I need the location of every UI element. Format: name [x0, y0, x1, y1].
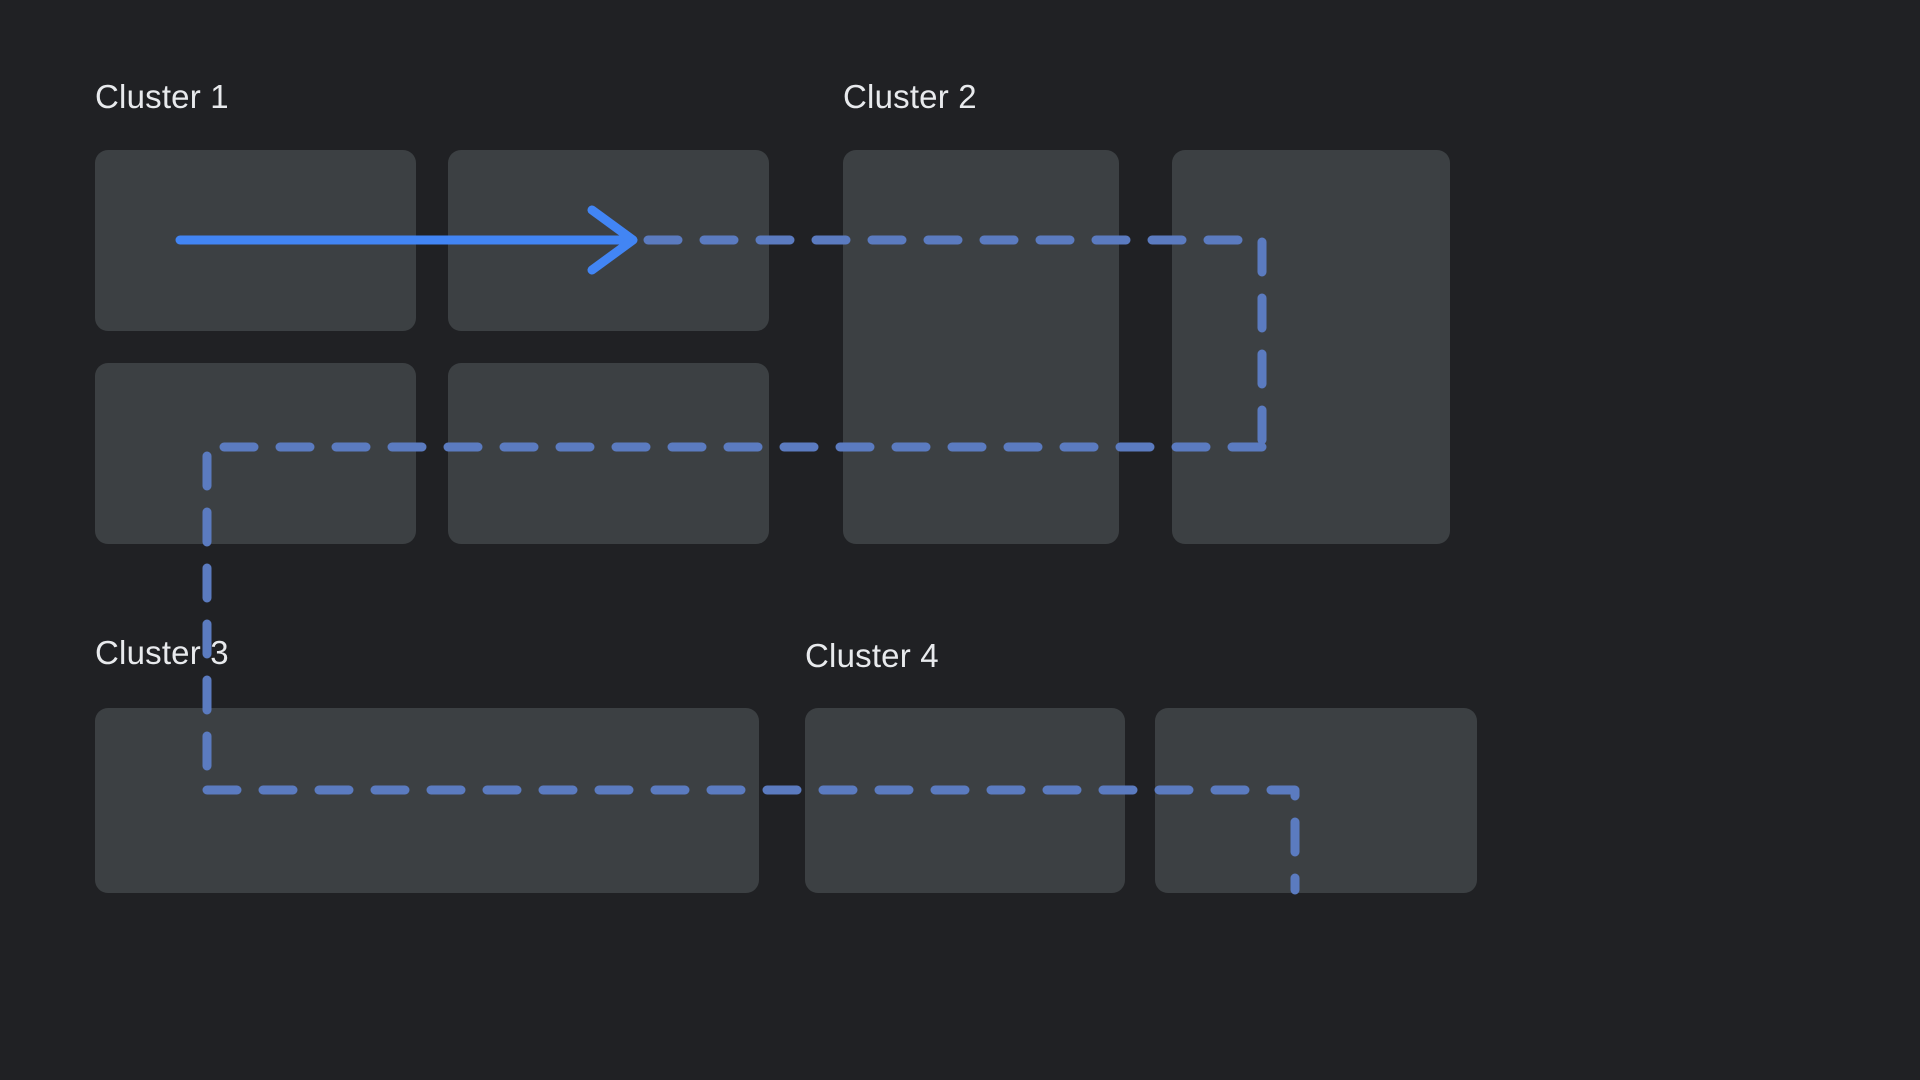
- node-card[interactable]: [1155, 708, 1477, 893]
- node-card[interactable]: [95, 708, 759, 893]
- node-card[interactable]: [448, 363, 769, 544]
- node-card[interactable]: [1172, 150, 1450, 544]
- cluster-label-1: Cluster 1: [95, 78, 229, 115]
- node-card[interactable]: [95, 150, 416, 331]
- node-card[interactable]: [95, 363, 416, 544]
- cluster-label-3: Cluster 3: [95, 634, 229, 671]
- node-card[interactable]: [448, 150, 769, 331]
- node-card[interactable]: [843, 150, 1119, 544]
- node-card[interactable]: [805, 708, 1125, 893]
- cluster-label-2: Cluster 2: [843, 78, 977, 115]
- cluster-label-4: Cluster 4: [805, 637, 939, 674]
